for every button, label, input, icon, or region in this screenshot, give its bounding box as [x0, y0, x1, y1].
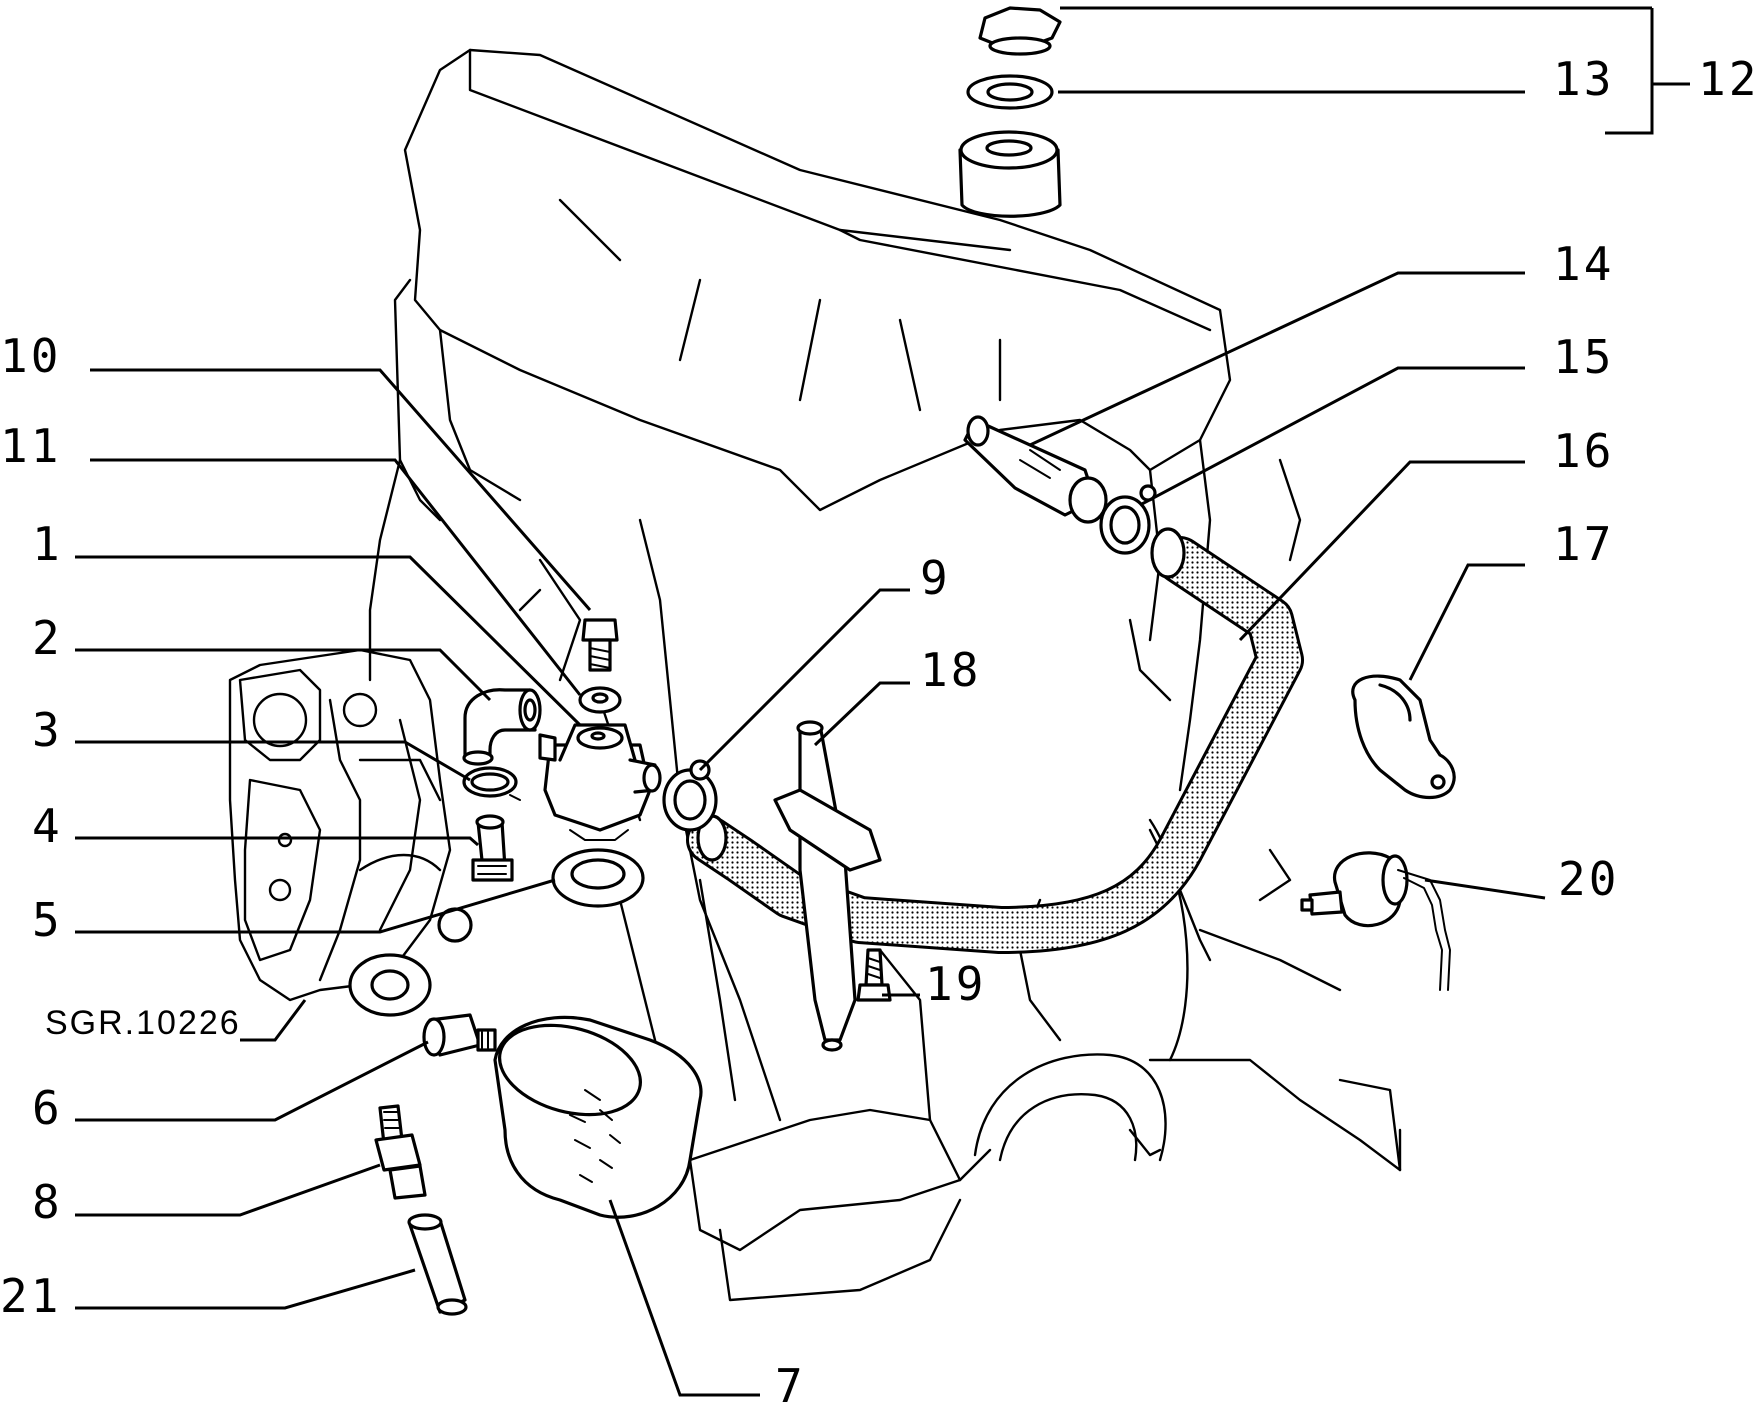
leader-ref [240, 999, 307, 1042]
leader-7 [608, 1199, 760, 1397]
filter-gasket [551, 848, 645, 908]
hose-clamp-lower [662, 759, 718, 832]
oil-filler-seal [966, 74, 1054, 110]
breather-pipe-fitting [963, 415, 1108, 524]
bolt-washer [578, 686, 622, 714]
dipstick-bolt [856, 948, 892, 1002]
callout-12: 12 [1698, 52, 1759, 106]
callout-18: 18 [920, 643, 981, 697]
callout-11: 11 [0, 419, 61, 473]
callout-labels: 10 11 1 2 3 4 5 6 8 21 7 9 18 19 13 12 1… [0, 52, 1759, 1407]
leader-1 [75, 555, 582, 727]
hose-clamp-upper [1099, 484, 1157, 555]
leader-14 [1029, 271, 1525, 447]
leader-8 [75, 1163, 381, 1217]
leader-3 [75, 740, 471, 782]
sensor-sleeve [407, 1213, 468, 1316]
leader-18 [813, 681, 910, 747]
leader-20 [1424, 878, 1546, 900]
callout-20: 20 [1558, 852, 1619, 906]
callout-19: 19 [925, 957, 986, 1011]
reference-code: SGR.10226 [45, 1004, 241, 1042]
leader-9 [698, 588, 910, 772]
callout-17: 17 [1553, 517, 1614, 571]
engine-block-outline [228, 48, 1402, 1302]
hose-bracket [1351, 674, 1456, 800]
callout-7: 7 [775, 1359, 806, 1407]
leader-5 [75, 878, 556, 934]
dipstick-tube [773, 720, 882, 1052]
callout-15: 15 [1553, 330, 1614, 384]
callout-9: 9 [920, 551, 951, 605]
mounting-bolt [581, 618, 619, 672]
oil-filler-neck [958, 130, 1062, 218]
callout-10: 10 [0, 329, 61, 383]
leader-11 [90, 458, 582, 696]
oil-pressure-switch [422, 1013, 497, 1057]
callout-5: 5 [32, 893, 63, 947]
oil-hose [686, 527, 1304, 954]
elbow-union [462, 688, 542, 766]
retaining-clip [462, 766, 521, 801]
leader-6 [75, 1040, 429, 1122]
callout-2: 2 [32, 611, 63, 665]
leader-lines [75, 6, 1690, 1397]
oil-filter-housing [538, 723, 662, 841]
callout-14: 14 [1553, 237, 1614, 291]
leader-4 [75, 836, 479, 847]
union-nipple [471, 814, 514, 882]
oil-filter-cartridge [493, 1015, 703, 1219]
callout-6: 6 [32, 1081, 63, 1135]
bracket-12 [1605, 8, 1654, 135]
callout-16: 16 [1553, 424, 1614, 478]
callout-13: 13 [1553, 52, 1614, 106]
callout-3: 3 [32, 703, 63, 757]
leader-10 [90, 368, 592, 611]
leader-16 [1238, 460, 1525, 642]
oil-filler-cap [978, 6, 1062, 56]
callout-4: 4 [32, 799, 63, 853]
leader-15 [1139, 366, 1525, 507]
leader-2 [75, 648, 492, 702]
oil-pressure-sender [1300, 851, 1451, 991]
leader-17 [1408, 563, 1525, 681]
callout-1: 1 [32, 517, 63, 571]
leader-21 [75, 1268, 416, 1310]
temperature-sensor [374, 1104, 427, 1200]
callout-21: 21 [0, 1269, 61, 1323]
callout-8: 8 [32, 1175, 63, 1229]
